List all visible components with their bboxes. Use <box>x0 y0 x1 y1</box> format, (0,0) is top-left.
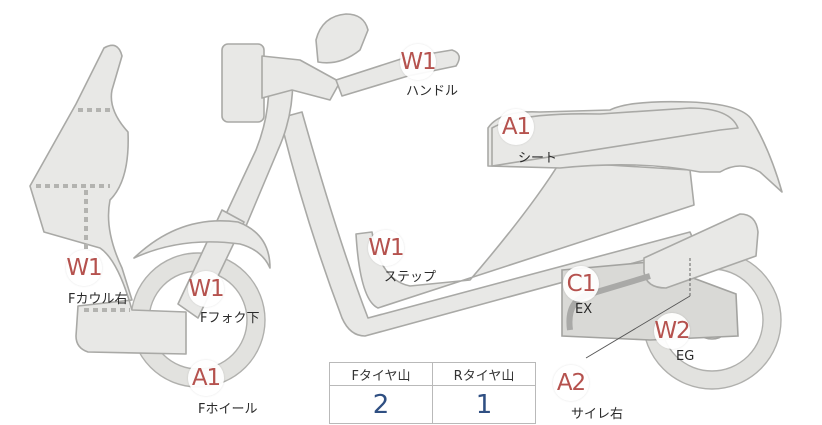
mirror <box>315 13 369 64</box>
tire-table-value-row: 2 1 <box>329 385 536 424</box>
tire-table-header-row: Fタイヤ山 Rタイヤ山 <box>329 362 536 386</box>
headlight <box>221 43 265 123</box>
value-front-tire[interactable]: 2 <box>329 385 433 424</box>
frame <box>279 111 697 337</box>
badge-seat: A1 <box>498 109 534 145</box>
header-rear-tire: Rタイヤ山 <box>432 362 536 386</box>
label-exhaust: EX <box>575 302 593 317</box>
front-cowl <box>29 44 187 355</box>
header-front-tire: Fタイヤ山 <box>329 362 433 386</box>
front-fender <box>133 220 271 269</box>
badge-fcowl: W1 <box>66 250 103 286</box>
badge-handle: W1 <box>400 44 437 80</box>
label-fcowl: Fカウル右 <box>68 292 128 307</box>
tire-depth-table: Fタイヤ山 Rタイヤ山 2 1 <box>329 362 536 424</box>
label-side: サイレ右 <box>571 407 624 422</box>
label-ffork: Fフォク下 <box>200 311 260 326</box>
badge-engine: W2 <box>654 313 691 349</box>
step-floor <box>355 161 695 309</box>
value-rear-tire[interactable]: 1 <box>432 385 536 424</box>
headlight-neck <box>261 55 341 101</box>
label-seat: シート <box>518 151 558 166</box>
label-step: ステップ <box>384 270 437 285</box>
badge-ffork: W1 <box>188 271 225 307</box>
label-fwheel: Fホイール <box>198 402 258 417</box>
badge-step: W1 <box>368 230 405 266</box>
label-handle: ハンドル <box>406 84 459 99</box>
label-engine: EG <box>676 349 695 364</box>
badge-fwheel: A1 <box>188 360 224 396</box>
badge-exhaust: C1 <box>563 266 599 302</box>
badge-side: A2 <box>553 365 589 401</box>
